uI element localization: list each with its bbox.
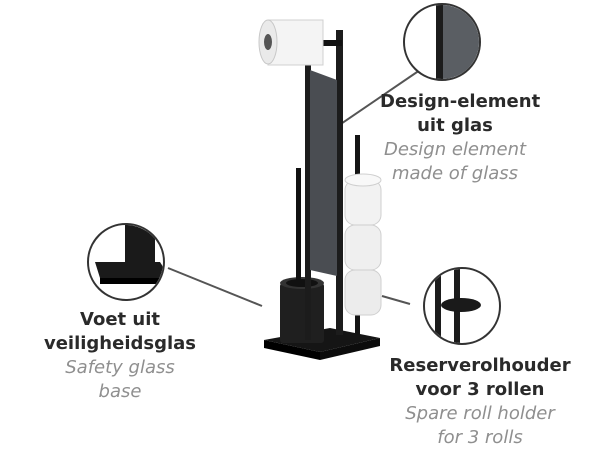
stand-frame xyxy=(305,30,343,340)
callout-line-base xyxy=(167,267,263,307)
detail-circle-base xyxy=(87,223,165,301)
base-label-nl-1: Voet uit xyxy=(80,309,160,330)
roll-holder-arm xyxy=(320,40,342,46)
design-label-en-2: made of glass xyxy=(391,163,519,184)
spare-label-nl-1: Reserverolhouder xyxy=(389,355,571,376)
design-label-nl-2: uit glas xyxy=(417,115,493,136)
top-toilet-roll xyxy=(258,19,324,66)
base-label-en-2: base xyxy=(98,381,142,402)
callout-line-design xyxy=(331,69,421,131)
detail-circle-glass xyxy=(403,3,481,81)
design-label-nl-1: Design-element xyxy=(380,91,541,112)
design-label-en-1: Design element xyxy=(383,139,527,160)
callout-line-spare xyxy=(381,295,411,305)
base-label-en-1: Safety glass xyxy=(65,357,175,378)
detail-circle-spare xyxy=(423,267,501,345)
callout-design-element: Design-element uit glas Design element m… xyxy=(380,90,541,186)
callout-spare-roll-holder: Reserverolhouder voor 3 rollen Spare rol… xyxy=(380,354,580,450)
callout-glass-base: Voet uit veiligheidsglas Safety glass ba… xyxy=(40,308,200,404)
spare-rolls xyxy=(344,173,382,316)
glass-panel xyxy=(310,70,337,276)
base-label-nl-2: veiligheidsglas xyxy=(43,333,197,354)
spare-label-nl-2: voor 3 rollen xyxy=(415,379,545,400)
spare-label-en-1: Spare roll holder xyxy=(405,403,555,424)
spare-label-en-2: for 3 rolls xyxy=(437,427,523,448)
